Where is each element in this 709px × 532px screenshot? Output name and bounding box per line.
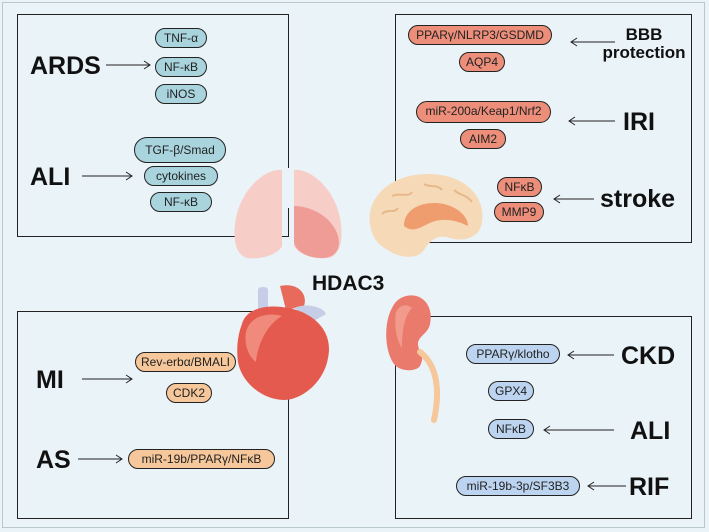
target-cytokines: cytokines	[144, 166, 218, 186]
target-cdk2: CDK2	[166, 383, 212, 403]
disease-ckd: CKD	[621, 342, 676, 370]
disease-stroke: stroke	[600, 185, 676, 213]
target-rev-erba-bmali: Rev-erbα/BMALI	[135, 352, 236, 372]
arrow-ali-lung	[82, 171, 133, 181]
lungs-icon	[234, 168, 342, 259]
disease-as: AS	[36, 446, 71, 474]
center-title: HDAC3	[312, 272, 385, 295]
target-aim2: AIM2	[460, 129, 506, 149]
disease-ali-lung: ALI	[30, 163, 71, 191]
target-nfkb-ali-kidney: NFκB	[488, 419, 534, 439]
target-mmp9: MMP9	[494, 202, 544, 222]
disease-mi: MI	[36, 366, 64, 394]
bbb-line-2: protection	[602, 43, 686, 62]
target-tnf-alpha: TNF-α	[155, 28, 207, 48]
arrow-as	[78, 454, 123, 464]
kidney-panel	[395, 316, 692, 519]
arrow-stroke	[553, 194, 594, 204]
bbb-line-1: BBB	[625, 25, 663, 44]
heart-panel	[17, 311, 289, 519]
arrow-ali-kidney	[543, 425, 614, 435]
arrow-mi	[82, 374, 133, 384]
target-nfkb-ards: NF-κB	[155, 57, 207, 77]
target-gpx4: GPX4	[488, 381, 534, 401]
target-mir200a-keap1-nrf2: miR-200a/Keap1/Nrf2	[416, 101, 551, 123]
target-inos: iNOS	[155, 84, 207, 104]
disease-ali-kidney: ALI	[630, 417, 671, 445]
kidney-icon	[386, 295, 441, 423]
disease-iri: IRI	[623, 108, 655, 136]
arrow-rif	[587, 481, 626, 491]
brain-panel	[395, 14, 692, 243]
target-aqp4: AQP4	[459, 52, 505, 72]
disease-bbb-protection: BBB protection	[594, 26, 694, 62]
lung-panel	[17, 14, 289, 237]
target-ppar-nlrp3-gsdmd: PPARγ/NLRP3/GSDMD	[408, 25, 552, 45]
brain-icon	[369, 174, 483, 257]
disease-ards: ARDS	[30, 52, 101, 80]
arrow-bbb	[570, 37, 615, 47]
target-nfkb-stroke: NFκB	[497, 177, 542, 197]
target-ppar-klotho: PPARγ/klotho	[466, 344, 560, 364]
arrow-iri	[568, 116, 615, 126]
arrow-ckd	[567, 350, 614, 360]
target-nfkb-ali-lung: NF-κB	[150, 192, 212, 212]
heart-icon	[237, 285, 329, 400]
arrow-ards	[106, 60, 151, 70]
target-mir19b3p-sf3b3: miR-19b-3p/SF3B3	[456, 476, 580, 496]
target-mir19b-ppar-nfkb: miR-19b/PPARγ/NFκB	[128, 449, 275, 469]
target-tgf-smad: TGF-β/Smad	[134, 137, 226, 163]
disease-rif: RIF	[629, 473, 670, 501]
